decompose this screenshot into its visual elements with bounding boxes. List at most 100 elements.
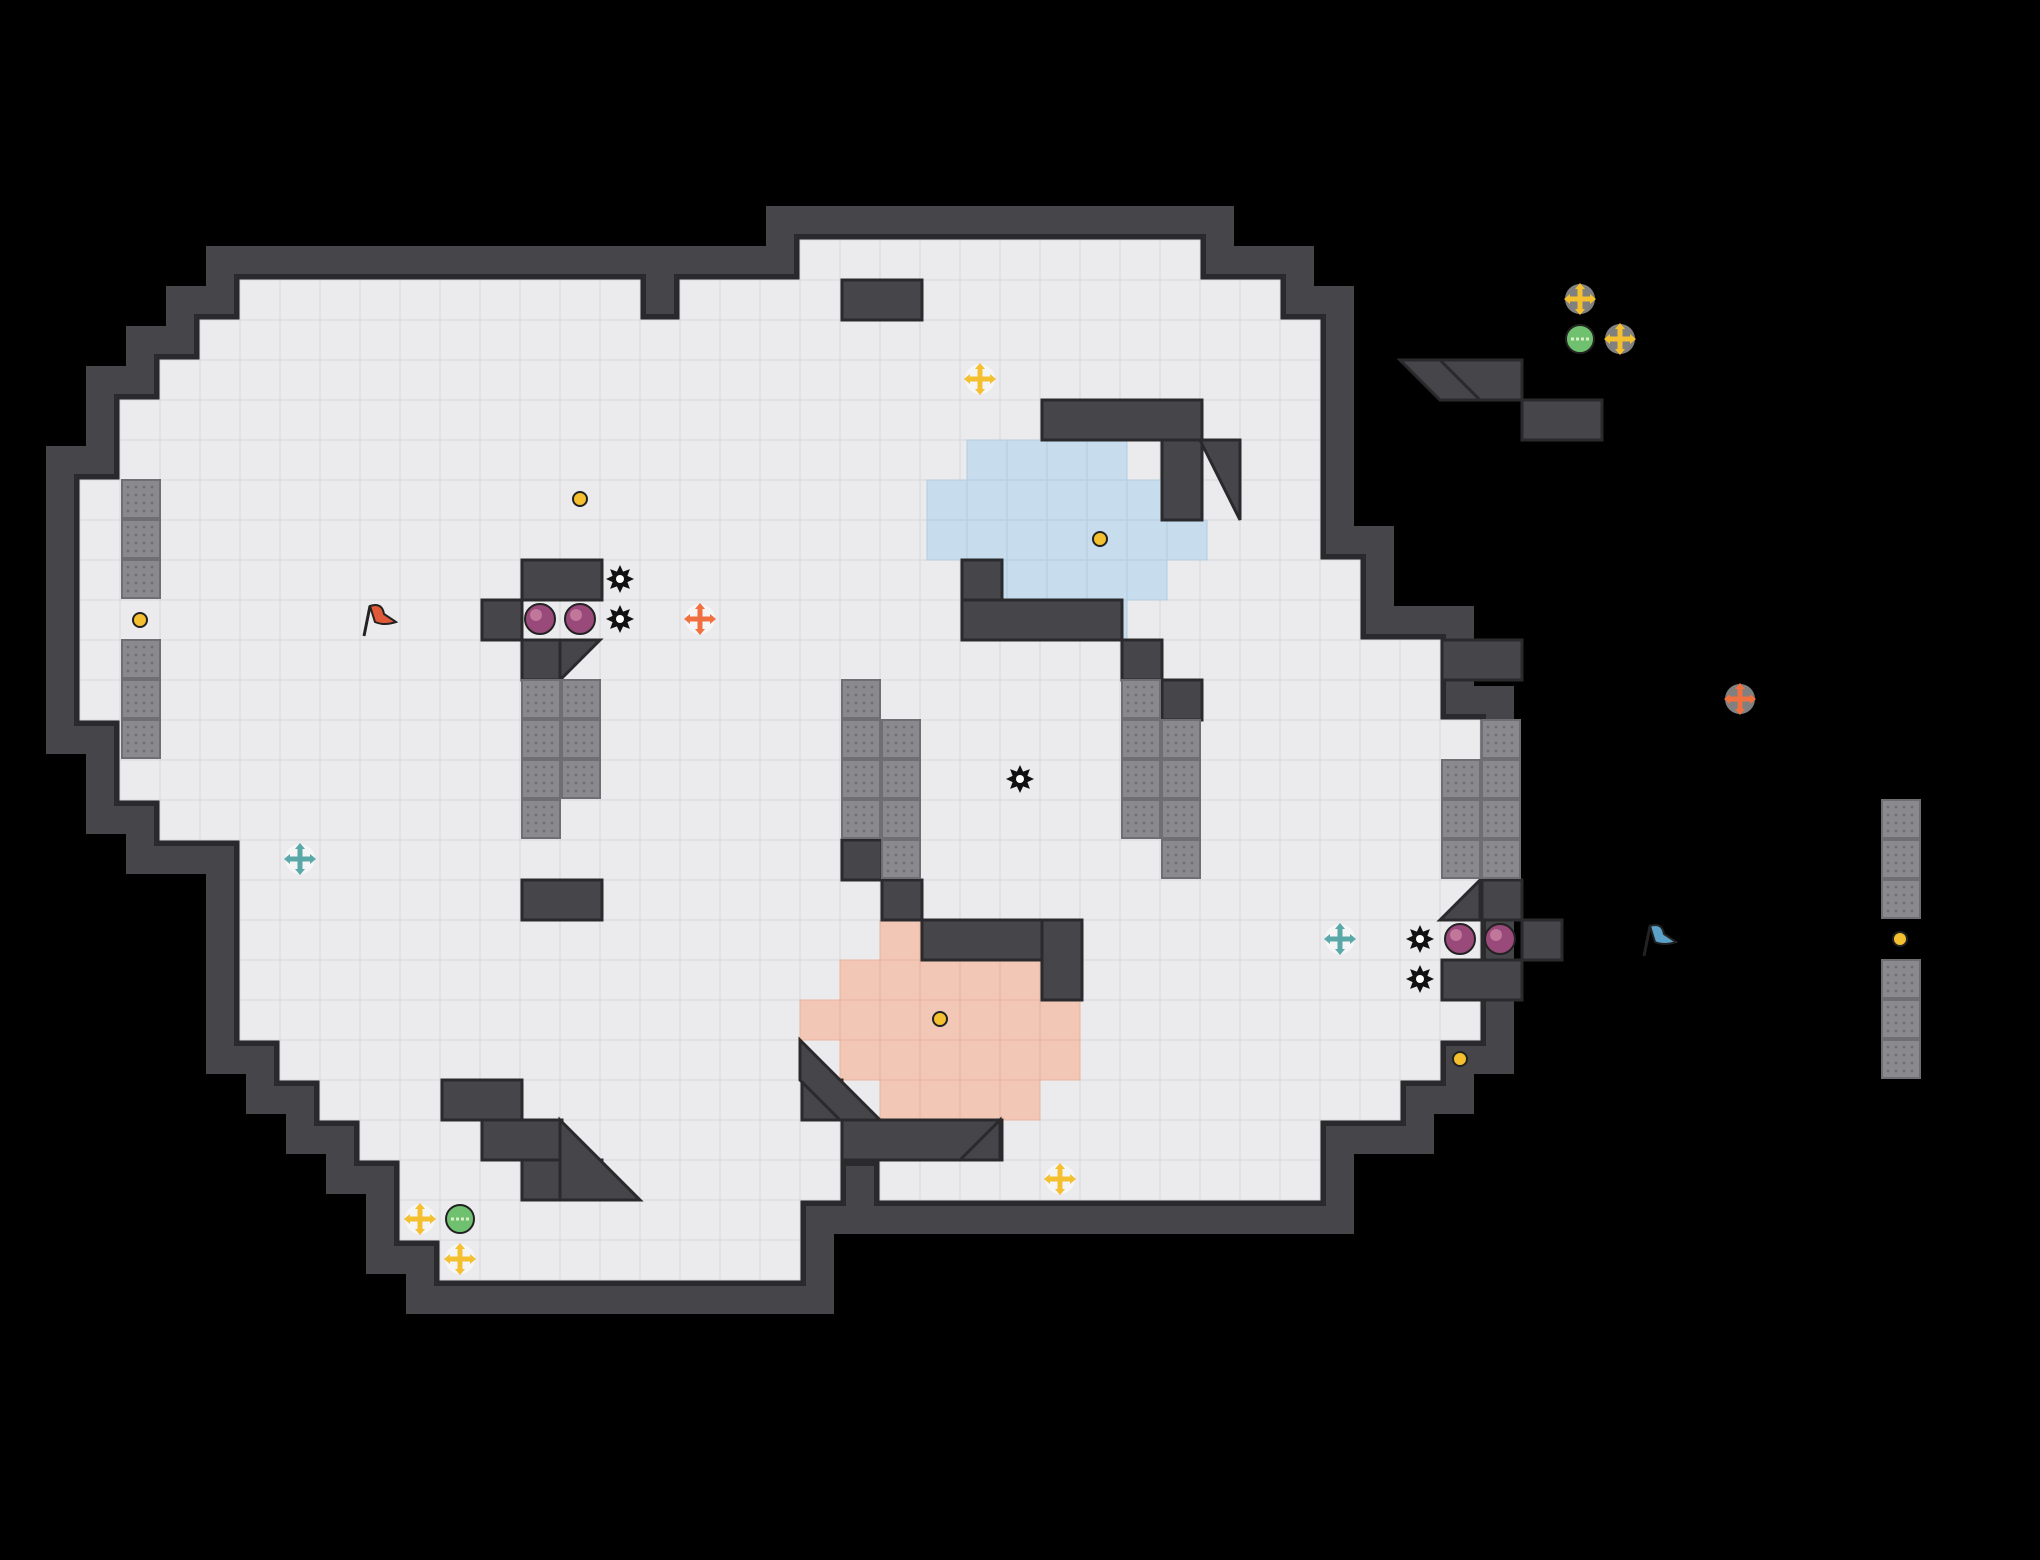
gate-tile <box>1481 799 1521 839</box>
red-zone-tile <box>879 919 921 961</box>
floor-tile <box>1159 919 1201 961</box>
wall-block <box>520 638 564 682</box>
floor-tile <box>1239 1119 1281 1161</box>
floor-tile <box>839 399 881 441</box>
wall-block <box>480 598 524 642</box>
gate-tile <box>1121 759 1161 799</box>
floor-tile <box>559 399 601 441</box>
floor-tile <box>1279 479 1321 521</box>
floor-tile <box>399 599 441 641</box>
floor-tile <box>319 319 361 361</box>
floor-tile <box>1199 719 1241 761</box>
floor-tile <box>319 719 361 761</box>
floor-tile <box>679 319 721 361</box>
floor-tile <box>359 1039 401 1081</box>
floor-tile <box>1079 999 1121 1041</box>
floor-tile <box>719 279 761 321</box>
floor-tile <box>1199 799 1241 841</box>
token-icon[interactable] <box>1892 931 1908 947</box>
floor-tile <box>759 1159 801 1201</box>
floor-tile <box>1359 759 1401 801</box>
floor-tile <box>199 799 241 841</box>
floor-tile <box>399 399 441 441</box>
token-icon[interactable] <box>1092 531 1108 547</box>
floor-tile <box>399 359 441 401</box>
floor-tile <box>1319 799 1361 841</box>
floor-tile <box>1039 839 1081 881</box>
token-icon[interactable] <box>132 612 148 628</box>
boost-icon[interactable] <box>1724 683 1756 715</box>
powerup-icon[interactable] <box>1565 324 1595 354</box>
floor-tile <box>119 439 161 481</box>
floor-tile <box>759 279 801 321</box>
floor-tile <box>959 279 1001 321</box>
boost-icon[interactable] <box>1604 323 1636 355</box>
floor-tile <box>959 679 1001 721</box>
floor-tile <box>719 599 761 641</box>
floor-tile <box>319 919 361 961</box>
red-flag[interactable] <box>362 604 399 637</box>
floor-tile <box>599 479 641 521</box>
floor-tile <box>1319 559 1361 601</box>
boost-icon[interactable] <box>1324 923 1356 955</box>
wall-block <box>960 598 1124 642</box>
floor-tile <box>439 999 481 1041</box>
floor-tile <box>599 959 641 1001</box>
floor-tile <box>599 679 641 721</box>
floor-tile <box>1279 879 1321 921</box>
boost-icon[interactable] <box>684 603 716 635</box>
floor-tile <box>239 839 281 881</box>
bomb-icon[interactable] <box>1444 923 1476 955</box>
floor-tile <box>1359 879 1401 921</box>
floor-tile <box>519 279 561 321</box>
floor-tile <box>759 359 801 401</box>
blue-zone-tile <box>1166 519 1208 561</box>
floor-tile <box>1279 999 1321 1041</box>
powerup-icon[interactable] <box>445 1204 475 1234</box>
floor-tile <box>799 879 841 921</box>
red-zone-tile <box>1039 1039 1081 1081</box>
floor-tile <box>439 879 481 921</box>
floor-tile <box>719 1199 761 1241</box>
boost-icon[interactable] <box>284 843 316 875</box>
boost-icon[interactable] <box>1564 283 1596 315</box>
bomb-icon[interactable] <box>1484 923 1516 955</box>
floor-tile <box>759 839 801 881</box>
floor-tile <box>1039 1079 1081 1121</box>
gate-tile <box>521 679 561 719</box>
gate-tile <box>1441 759 1481 799</box>
floor-tile <box>199 639 241 681</box>
floor-tile <box>359 479 401 521</box>
floor-tile <box>519 399 561 441</box>
floor-tile <box>679 919 721 961</box>
floor-tile <box>559 839 601 881</box>
boost-icon[interactable] <box>444 1243 476 1275</box>
floor-tile <box>1239 759 1281 801</box>
bomb-icon[interactable] <box>524 603 556 635</box>
boost-icon[interactable] <box>964 363 996 395</box>
blue-flag[interactable] <box>1642 924 1679 957</box>
floor-tile <box>599 279 641 321</box>
floor-tile <box>359 559 401 601</box>
floor-tile <box>599 519 641 561</box>
spike-icon <box>606 605 634 633</box>
blue-zone-tile <box>966 439 1008 481</box>
floor-tile <box>999 719 1041 761</box>
floor-tile <box>439 799 481 841</box>
red-zone-tile <box>839 1039 881 1081</box>
floor-tile <box>359 279 401 321</box>
token-icon[interactable] <box>1452 1051 1468 1067</box>
floor-tile <box>1239 439 1281 481</box>
floor-tile <box>1199 399 1241 441</box>
floor-tile <box>1359 959 1401 1001</box>
boost-icon[interactable] <box>404 1203 436 1235</box>
token-icon[interactable] <box>932 1011 948 1027</box>
floor-tile <box>759 1039 801 1081</box>
token-icon[interactable] <box>572 491 588 507</box>
floor-tile <box>639 959 681 1001</box>
floor-tile <box>679 879 721 921</box>
boost-icon[interactable] <box>1044 1163 1076 1195</box>
wall-block <box>440 1078 524 1122</box>
floor-tile <box>559 1079 601 1121</box>
bomb-icon[interactable] <box>564 603 596 635</box>
